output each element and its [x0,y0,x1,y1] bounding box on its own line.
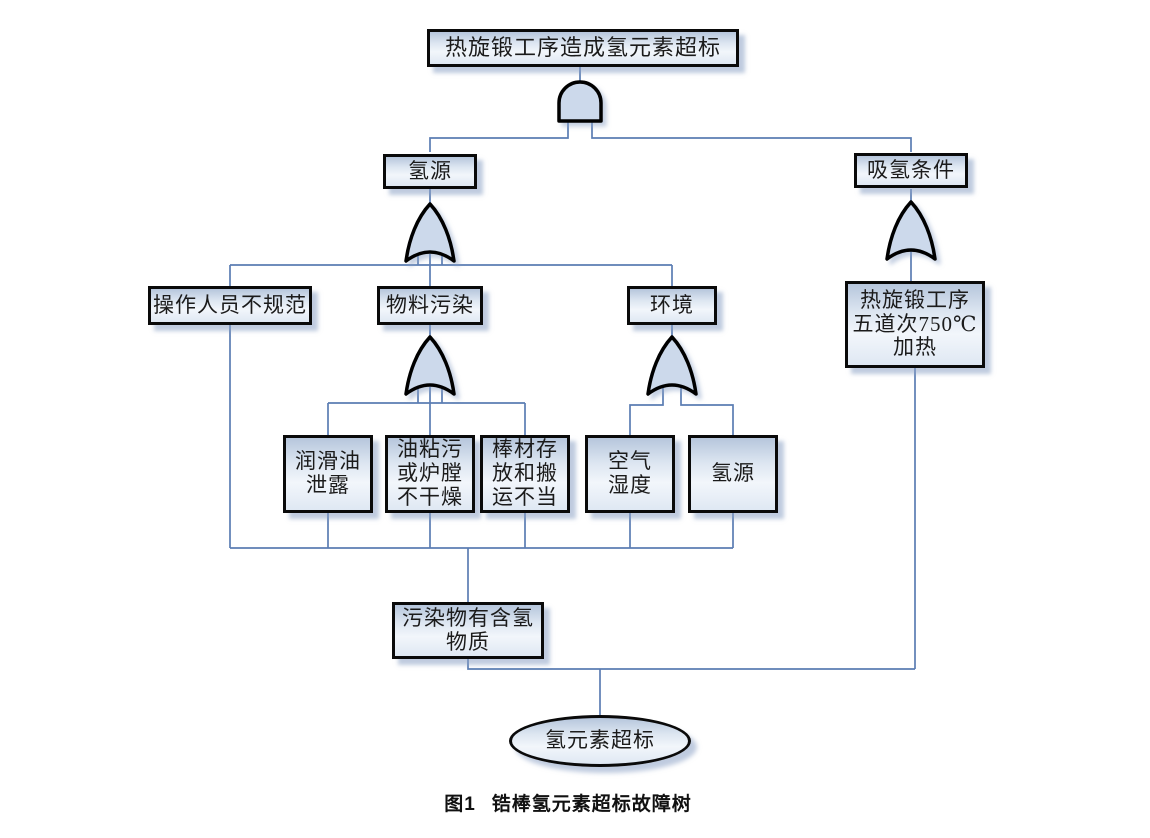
node-text-line: 五道次750℃ [852,311,978,336]
node-text-line: 放和搬 [492,461,558,486]
logic-gates [404,80,937,396]
node-top-event: 热旋锻工序造成氢元素超标 [427,29,739,67]
node-hydrogen-exceed-standard: 氢元素超标 [509,715,691,767]
node-text: 吸氢条件 [867,157,955,182]
node-oil-stain-furnace: 油粘污 或炉膛 不干燥 [385,435,475,513]
tree-connectors [229,67,916,715]
or-gate-icon [646,335,698,396]
node-bar-storage-handling: 棒材存 放和搬 运不当 [480,435,570,513]
node-text: 环境 [650,292,694,317]
node-text-line: 空气 [608,449,652,474]
node-text-line: 加热 [893,335,937,360]
node-hot-swaging-heating: 热旋锻工序 五道次750℃ 加热 [845,281,985,368]
node-text-line: 棒材存 [492,437,558,462]
node-text-line: 湿度 [608,473,652,497]
figure-caption-label: 图1 [444,794,476,815]
node-lubricant-leak: 润滑油 泄露 [283,435,373,513]
node-text-line: 污染物有含氢 [402,605,534,630]
node-text-line: 运不当 [492,484,558,509]
node-pollutant-contains-hydrogen: 污染物有含氢 物质 [392,602,544,659]
or-gate-icon [404,202,456,263]
node-text: 氢源 [711,461,755,486]
node-text-line: 热旋锻工序 [860,287,970,312]
node-text-line: 物质 [446,629,490,654]
node-absorption-condition: 吸氢条件 [854,153,968,188]
node-text: 操作人员不规范 [153,292,307,317]
node-text: 物料污染 [386,292,474,317]
node-environment: 环境 [627,286,717,325]
node-operator-nonstandard: 操作人员不规范 [148,286,312,325]
node-text-line: 不干燥 [397,484,463,509]
or-gate-icon [885,200,937,261]
node-text: 热旋锻工序造成氢元素超标 [444,35,721,61]
figure-caption-title: 锆棒氢元素超标故障树 [491,794,692,815]
and-gate-icon [557,80,603,123]
node-material-contamination: 物料污染 [377,286,483,325]
node-hydrogen-source-leaf: 氢源 [688,435,778,513]
node-text-line: 油粘污 [397,437,463,462]
node-hydrogen-source: 氢源 [383,154,477,189]
node-text: 氢源 [408,158,452,183]
node-text-line: 泄露 [306,473,350,497]
node-text-line: 或炉膛 [397,461,463,486]
figure-caption: 图1 锆棒氢元素超标故障树 [0,789,1136,816]
or-gate-icon [404,335,456,396]
node-air-humidity: 空气 湿度 [585,435,675,513]
node-text-line: 润滑油 [295,449,361,474]
node-text: 氢元素超标 [545,728,655,753]
